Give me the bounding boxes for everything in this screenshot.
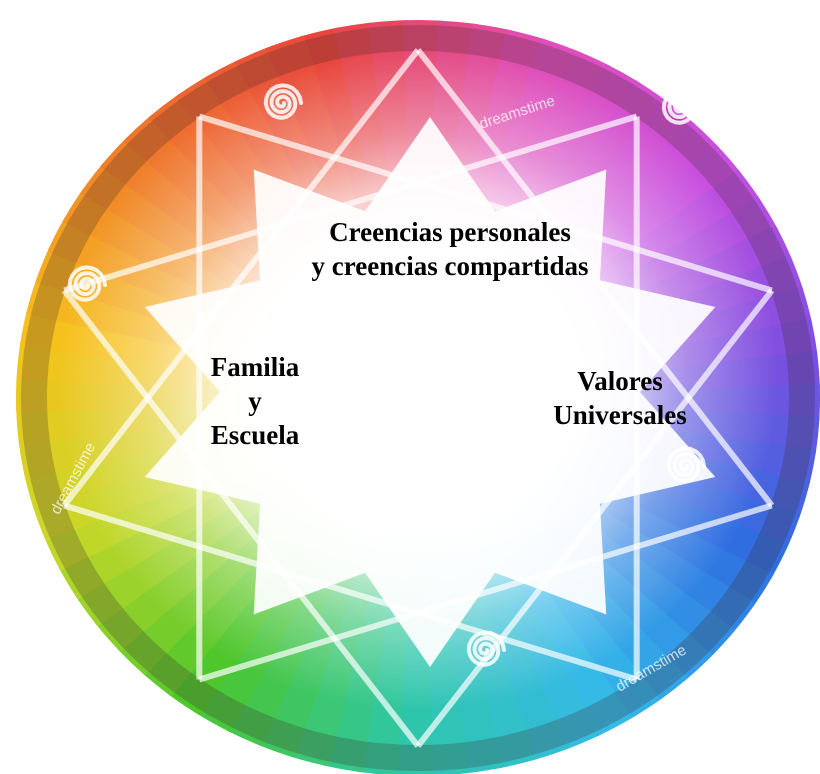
segment-label-line: Familia [210, 352, 300, 382]
white-star-center [144, 117, 716, 667]
segment-label-line: Valores [577, 366, 663, 396]
segment-label-universal-values: Valores Universales [520, 364, 720, 432]
spiral-icon [67, 265, 107, 302]
segment-label-family-school: Familia y Escuela [175, 350, 335, 452]
segment-label-line: y [248, 386, 262, 416]
segment-label-line: Creencias personales [329, 217, 571, 247]
segment-label-line: y creencias compartidas [311, 251, 589, 281]
segment-label-line: Universales [553, 400, 687, 430]
spiral-icon [466, 630, 506, 667]
segment-label-line: Escuela [210, 420, 300, 450]
segment-label-beliefs: Creencias personales y creencias compart… [270, 215, 630, 283]
spiral-icon [661, 88, 701, 125]
spiral-icon [666, 446, 706, 483]
spiral-ornaments [67, 83, 706, 667]
ring-rim [21, 25, 815, 771]
spiral-icon [263, 83, 303, 120]
